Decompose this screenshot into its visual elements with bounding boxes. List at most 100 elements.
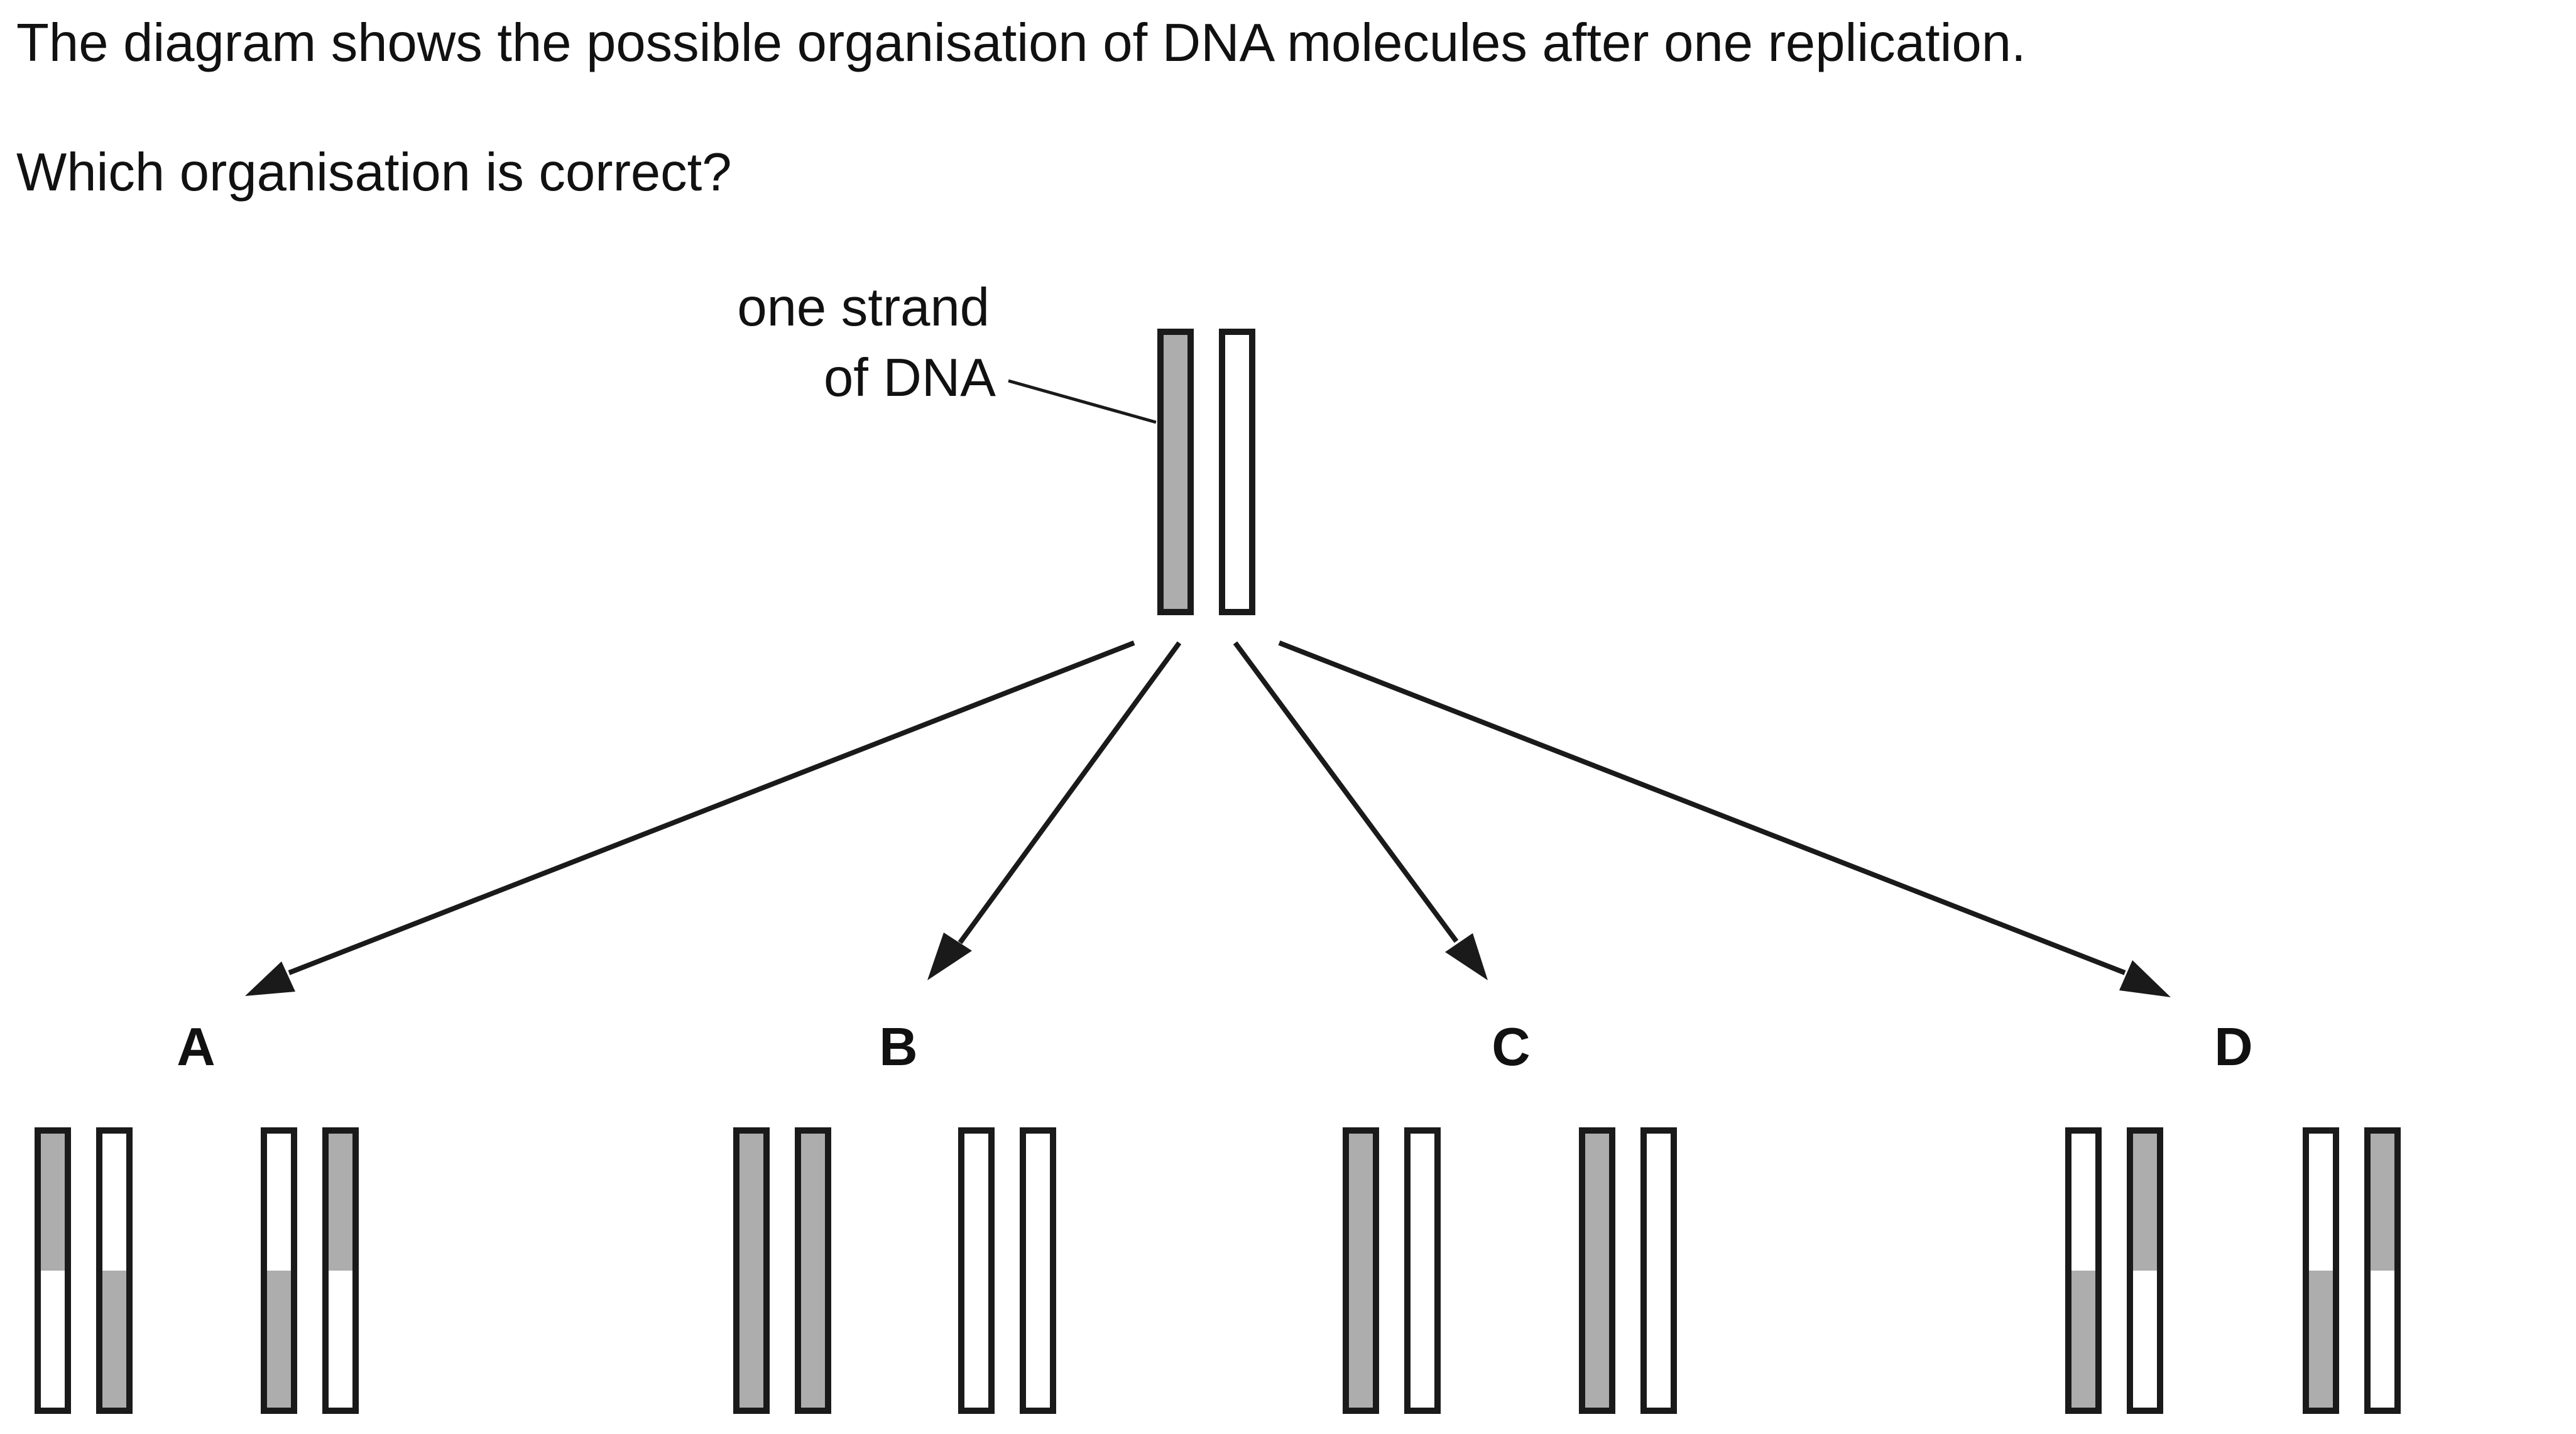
option-c-molecule-1 <box>1343 1127 1441 1414</box>
option-c-molecule-2-strand-1-outline <box>1579 1127 1615 1414</box>
option-c-molecule-1-strand-2-outline <box>1404 1127 1441 1414</box>
option-c-molecule-2-strand-1-top-half <box>1582 1130 1612 1271</box>
option-c-molecule-1-strand-2-top-half <box>1407 1130 1438 1271</box>
option-c-molecule-1-strand-2 <box>1404 1127 1441 1414</box>
option-d-molecule-2-strand-2-bottom-half <box>2367 1271 2398 1411</box>
option-d-molecule-1-strand-1-outline <box>2065 1127 2102 1414</box>
arrow-to-option-a <box>245 640 1135 996</box>
option-a-molecule-2 <box>261 1127 359 1414</box>
option-b-molecule-2-strand-2-outline <box>1020 1127 1056 1414</box>
option-a-label: A <box>177 1017 215 1077</box>
option-a-molecule-1-strand-1-outline <box>35 1127 71 1414</box>
option-a-molecule-1 <box>35 1127 133 1414</box>
option-b-molecule-2-strand-1-bottom-half <box>961 1271 991 1411</box>
option-d-molecule-2-strand-2 <box>2364 1127 2401 1414</box>
option-a-molecule-2-strand-1-top-half <box>264 1130 294 1271</box>
arrow-to-option-c-head <box>1445 933 1488 980</box>
option-b-label: B <box>879 1017 917 1077</box>
arrow-to-option-d <box>1278 640 2171 997</box>
parent-strand-2 <box>1219 329 1255 615</box>
arrow-to-option-d-head <box>2119 960 2171 997</box>
option-a-molecule-2-strand-2-bottom-half <box>325 1271 356 1411</box>
option-d-molecule-2-strand-1 <box>2303 1127 2339 1414</box>
option-b-molecule-2-strand-2-bottom-half <box>1023 1271 1053 1411</box>
option-b-molecule-1-strand-1 <box>733 1127 770 1414</box>
arrow-to-option-c-shaft <box>1233 641 1459 943</box>
option-d-molecule-1-strand-2-outline <box>2127 1127 2163 1414</box>
option-c-molecule-2-strand-1-bottom-half <box>1582 1271 1612 1411</box>
option-c-molecule-2-strand-1 <box>1579 1127 1615 1414</box>
arrow-to-option-a-shaft <box>288 640 1135 975</box>
option-c-molecules <box>1343 1127 1677 1414</box>
option-c-molecule-1-strand-1-top-half <box>1346 1130 1376 1271</box>
arrow-to-option-a-head <box>245 961 295 996</box>
option-d-molecule-2 <box>2303 1127 2401 1414</box>
parent-strand-2-top-half <box>1222 332 1252 472</box>
option-b-molecule-1 <box>733 1127 831 1414</box>
option-d-molecule-1 <box>2065 1127 2163 1414</box>
option-d-molecules <box>2065 1127 2401 1414</box>
option-a-molecule-2-strand-1-outline <box>261 1127 297 1414</box>
parent-strand-1 <box>1157 329 1194 615</box>
option-c-label: C <box>1492 1017 1530 1077</box>
option-d-molecule-1-strand-1-bottom-half <box>2068 1271 2098 1411</box>
option-d-molecule-2-strand-2-outline <box>2364 1127 2401 1414</box>
option-d-molecule-1-strand-1-top-half <box>2068 1130 2098 1271</box>
option-c-molecule-2-strand-2-outline <box>1640 1127 1677 1414</box>
question-prompt: Which organisation is correct? <box>16 143 732 202</box>
option-c-molecule-2-strand-2 <box>1640 1127 1677 1414</box>
option-d-molecule-2-strand-2-top-half <box>2367 1130 2398 1271</box>
option-b-molecule-1-strand-1-bottom-half <box>736 1271 767 1411</box>
parent-strand-1-outline <box>1157 329 1194 615</box>
question-intro: The diagram shows the possible organisat… <box>16 13 2026 73</box>
option-b-molecule-2 <box>958 1127 1056 1414</box>
strand-label-leader-line <box>1008 379 1157 424</box>
strand-label-line1: one strand <box>737 278 990 337</box>
option-b-molecule-2-strand-2-top-half <box>1023 1130 1053 1271</box>
parent-strand-1-bottom-half <box>1160 472 1191 612</box>
option-b-molecule-2-strand-1 <box>958 1127 995 1414</box>
option-a-molecule-1-strand-2 <box>96 1127 133 1414</box>
option-a-molecules <box>35 1127 359 1414</box>
option-a-molecule-1-strand-2-outline <box>96 1127 133 1414</box>
option-b-molecule-1-strand-2-outline <box>795 1127 831 1414</box>
option-b-molecule-2-strand-1-top-half <box>961 1130 991 1271</box>
option-a-molecule-2-strand-2-outline <box>322 1127 359 1414</box>
option-b-molecule-2-strand-2 <box>1020 1127 1056 1414</box>
option-c-molecule-2 <box>1579 1127 1677 1414</box>
parent-strand-2-bottom-half <box>1222 472 1252 612</box>
option-a-molecule-1-strand-1 <box>35 1127 71 1414</box>
option-c-molecule-1-strand-1 <box>1343 1127 1379 1414</box>
option-b-molecule-1-strand-2-top-half <box>798 1130 828 1271</box>
strand-label-line2: of DNA <box>824 348 996 408</box>
option-b-molecule-1-strand-1-outline <box>733 1127 770 1414</box>
option-b-molecules <box>733 1127 1056 1414</box>
option-b-molecule-1-strand-1-top-half <box>736 1130 767 1271</box>
arrow-to-option-d-shaft <box>1278 640 2126 975</box>
option-a-molecule-2-strand-2 <box>322 1127 359 1414</box>
arrow-to-option-b-shaft <box>958 641 1182 944</box>
daughter-molecule-options <box>35 1127 2401 1414</box>
option-c-molecule-1-strand-1-bottom-half <box>1346 1271 1376 1411</box>
option-b-molecule-1-strand-2-bottom-half <box>798 1271 828 1411</box>
option-a-molecule-1-strand-2-bottom-half <box>99 1271 129 1411</box>
parent-strand-2-outline <box>1219 329 1255 615</box>
option-a-molecule-2-strand-2-top-half <box>325 1130 356 1271</box>
option-c-molecule-1-strand-2-bottom-half <box>1407 1271 1438 1411</box>
arrow-to-option-b-head <box>927 933 972 980</box>
option-c-molecule-1-strand-1-outline <box>1343 1127 1379 1414</box>
option-d-molecule-1-strand-1 <box>2065 1127 2102 1414</box>
option-c-molecule-2-strand-2-bottom-half <box>1644 1271 1674 1411</box>
option-d-molecule-2-strand-1-outline <box>2303 1127 2339 1414</box>
option-b-molecule-2-strand-1-outline <box>958 1127 995 1414</box>
option-a-molecule-2-strand-1 <box>261 1127 297 1414</box>
parent-dna-molecule <box>1157 329 1255 615</box>
option-d-molecule-2-strand-1-bottom-half <box>2306 1271 2336 1411</box>
arrow-to-option-b <box>927 641 1182 980</box>
option-d-molecule-2-strand-1-top-half <box>2306 1130 2336 1271</box>
option-a-molecule-1-strand-1-bottom-half <box>38 1271 68 1411</box>
option-b-molecule-1-strand-2 <box>795 1127 831 1414</box>
option-d-label: D <box>2214 1017 2252 1077</box>
option-d-molecule-1-strand-2-bottom-half <box>2130 1271 2160 1411</box>
